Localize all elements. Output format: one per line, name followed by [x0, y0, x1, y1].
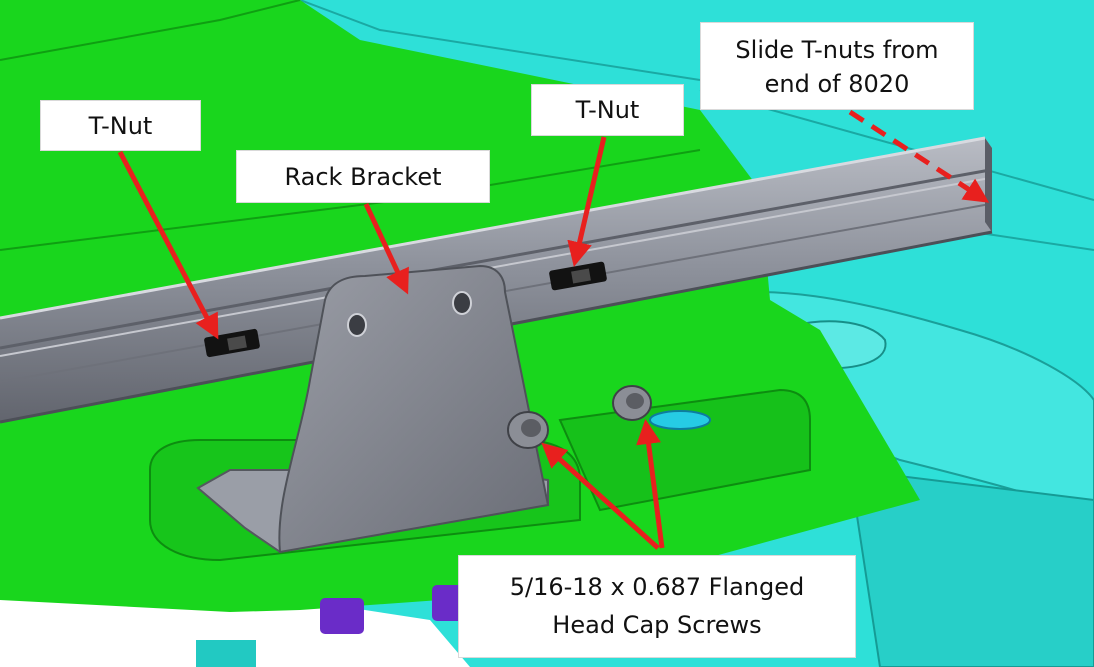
slide-line-1: Slide T-nuts from: [735, 36, 939, 64]
arrow-t-nut-right: [567, 136, 607, 267]
arrow-screw-2: [636, 419, 665, 549]
slide-t-nuts-label: Slide T-nuts from end of 8020: [700, 22, 974, 110]
arrow-slide-direction: [848, 109, 990, 203]
flanged-screw-2: [612, 385, 652, 421]
slide-line-2: end of 8020: [764, 70, 910, 98]
t-nut-right-text: T-Nut: [575, 96, 640, 124]
screws-line-1: 5/16-18 x 0.687 Flanged: [509, 573, 805, 601]
arrow-t-nut-left: [117, 150, 219, 340]
rack-bracket: [196, 264, 550, 554]
t-nut-left-text: T-Nut: [88, 112, 153, 140]
rack-bracket-label: Rack Bracket: [236, 150, 490, 203]
t-nut-right: [549, 261, 607, 291]
screws-line-2: Head Cap Screws: [552, 611, 762, 639]
flanged-screw-1: [507, 411, 549, 449]
t-nut-left-label: T-Nut: [40, 100, 201, 151]
rack-bracket-text: Rack Bracket: [284, 163, 442, 191]
arrow-rack-bracket: [363, 202, 409, 295]
t-nut-right-label: T-Nut: [531, 84, 684, 136]
arrow-screw-1: [541, 442, 660, 550]
callout-arrows: [117, 109, 990, 550]
screws-label: 5/16-18 x 0.687 Flanged Head Cap Screws: [458, 555, 856, 658]
